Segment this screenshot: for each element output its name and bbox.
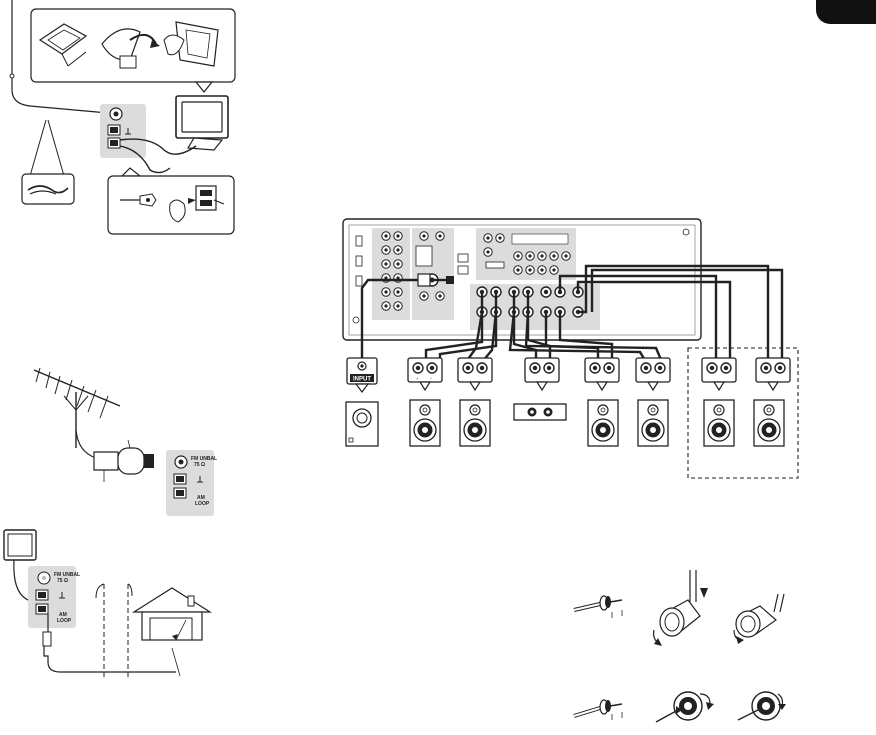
front-right-terminal-box (458, 358, 492, 390)
subwoofer-icon (346, 402, 378, 446)
antenna-terminal-block-middle: FM UNBAL 75 Ω AM LOOP (166, 450, 217, 516)
loop-label-2: LOOP (57, 618, 72, 624)
antenna-terminal-block-top (100, 104, 146, 158)
spring-terminal-closed-icon (738, 692, 786, 720)
center-speaker-icon (514, 404, 566, 420)
surround-right-speaker-icon (638, 400, 668, 446)
surround-back-left-speaker-icon (704, 400, 734, 446)
center-terminal-box (525, 358, 559, 390)
loop-label: LOOP (195, 501, 210, 507)
screw-terminal-tightened-icon (734, 594, 784, 644)
subwoofer-input-label: INPUT (353, 377, 371, 383)
am-antenna-assembly-panel (31, 9, 235, 92)
window-icon (96, 584, 132, 678)
ohms-label-2: 75 Ω (57, 578, 68, 584)
yagi-antenna-icon (34, 368, 120, 458)
house-icon (134, 588, 210, 676)
surround-back-right-terminal-box (756, 358, 790, 390)
wire-attach-detail-panel (108, 168, 234, 234)
surround-back-right-speaker-icon (754, 400, 784, 446)
stripped-wire-icon-2 (574, 700, 622, 720)
coaxial-plug-icon (94, 440, 154, 482)
front-right-speaker-icon (460, 400, 490, 446)
surround-right-terminal-box (636, 358, 670, 390)
surround-back-left-terminal-box (702, 358, 736, 390)
front-left-speaker-icon (410, 400, 440, 446)
spring-terminal-icon (656, 692, 714, 722)
stripped-wire-icon (574, 596, 622, 618)
screw-terminal-icon (654, 570, 708, 646)
subwoofer-input-box: INPUT (347, 358, 377, 392)
ohms-label: 75 Ω (194, 462, 205, 468)
surround-left-speaker-icon (588, 400, 618, 446)
surround-left-terminal-box (585, 358, 619, 390)
front-left-terminal-box (408, 358, 442, 390)
